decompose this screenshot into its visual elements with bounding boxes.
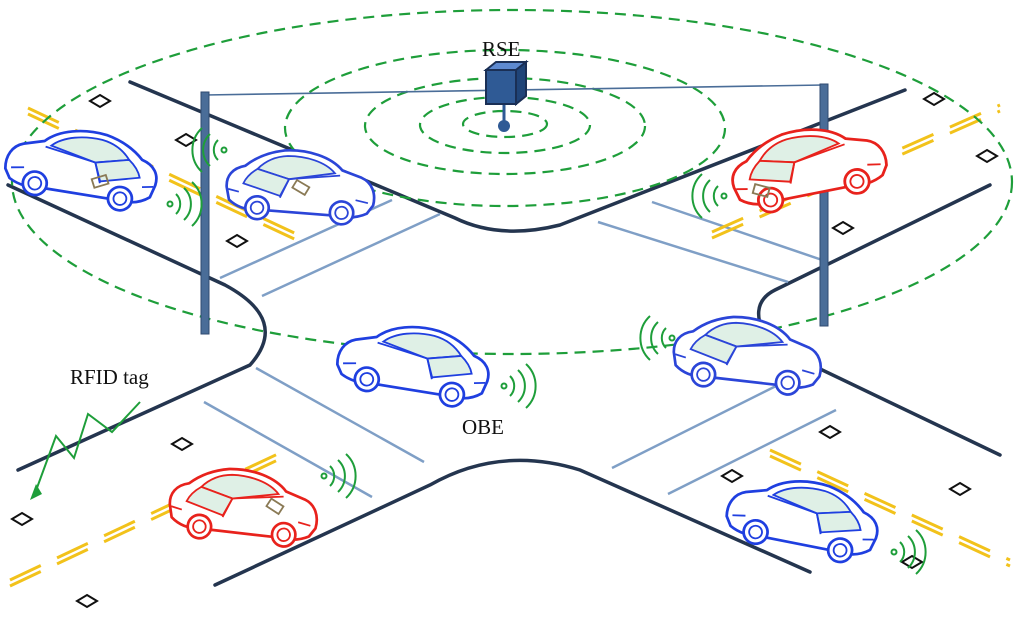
- rfid-signal-arrow: [30, 401, 141, 500]
- rse-label: RSE: [482, 37, 521, 61]
- coverage-rings: [10, 8, 1014, 356]
- diamond-icon: [831, 220, 855, 236]
- diamond-icon: [174, 132, 198, 148]
- wifi-wave-icon: [639, 315, 676, 361]
- diamond-icon: [10, 511, 34, 527]
- rfid-tags: [10, 91, 999, 609]
- wifi-wave-icon: [890, 529, 927, 575]
- wifi-wave-icon: [320, 453, 357, 499]
- car-icon: [164, 458, 324, 556]
- car-icon: [0, 119, 164, 217]
- car-icon: [668, 306, 828, 404]
- vehicles: [0, 115, 893, 569]
- rse-unit: RSE: [482, 37, 529, 132]
- diamond-icon: [948, 481, 972, 497]
- diamond-icon: [975, 148, 999, 164]
- diamond-icon: [75, 593, 99, 609]
- diamond-icon: [922, 91, 946, 107]
- diamond-icon: [720, 468, 744, 484]
- wifi-wave-icon: [691, 173, 728, 219]
- obe-label: OBE: [462, 415, 504, 439]
- car-icon: [720, 467, 886, 569]
- wifi-wave-icon: [500, 363, 537, 409]
- diamond-icon: [225, 233, 249, 249]
- wifi-wave-icon: [166, 181, 203, 227]
- cube-icon: [483, 59, 529, 107]
- rfid-tag-label: RFID tag: [70, 365, 149, 389]
- car-icon: [331, 315, 496, 413]
- diamond-icon: [88, 93, 112, 109]
- pole-right: [819, 83, 829, 327]
- diamond-icon: [818, 424, 842, 440]
- car-icon: [724, 115, 893, 220]
- diamond-icon: [170, 436, 194, 452]
- road-edges: [6, 80, 1002, 587]
